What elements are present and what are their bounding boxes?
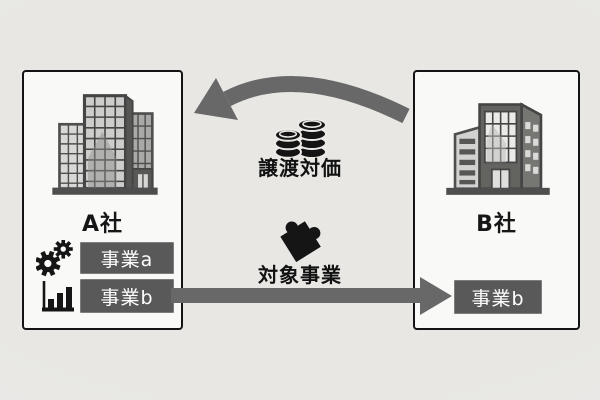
company-b-box: B社 事業b: [413, 70, 580, 330]
company-a-box: A社: [22, 70, 183, 330]
target-business-label: 対象事業: [258, 263, 342, 287]
company-b-building-icon: [446, 102, 550, 195]
puzzle-icon: [280, 221, 321, 262]
consideration-label: 譲渡対価: [258, 156, 342, 180]
coins-icon: [274, 118, 327, 159]
company-a-building-icon: [52, 93, 158, 195]
business-b-chip: 事業b: [80, 279, 174, 313]
company-a-name: A社: [81, 212, 124, 237]
company-b-business-b-chip: 事業b: [454, 280, 542, 314]
bar-chart-icon: [42, 281, 74, 312]
company-b-name: B社: [476, 212, 517, 237]
business-a-chip: 事業a: [80, 242, 174, 274]
gears-icon: [36, 240, 73, 277]
